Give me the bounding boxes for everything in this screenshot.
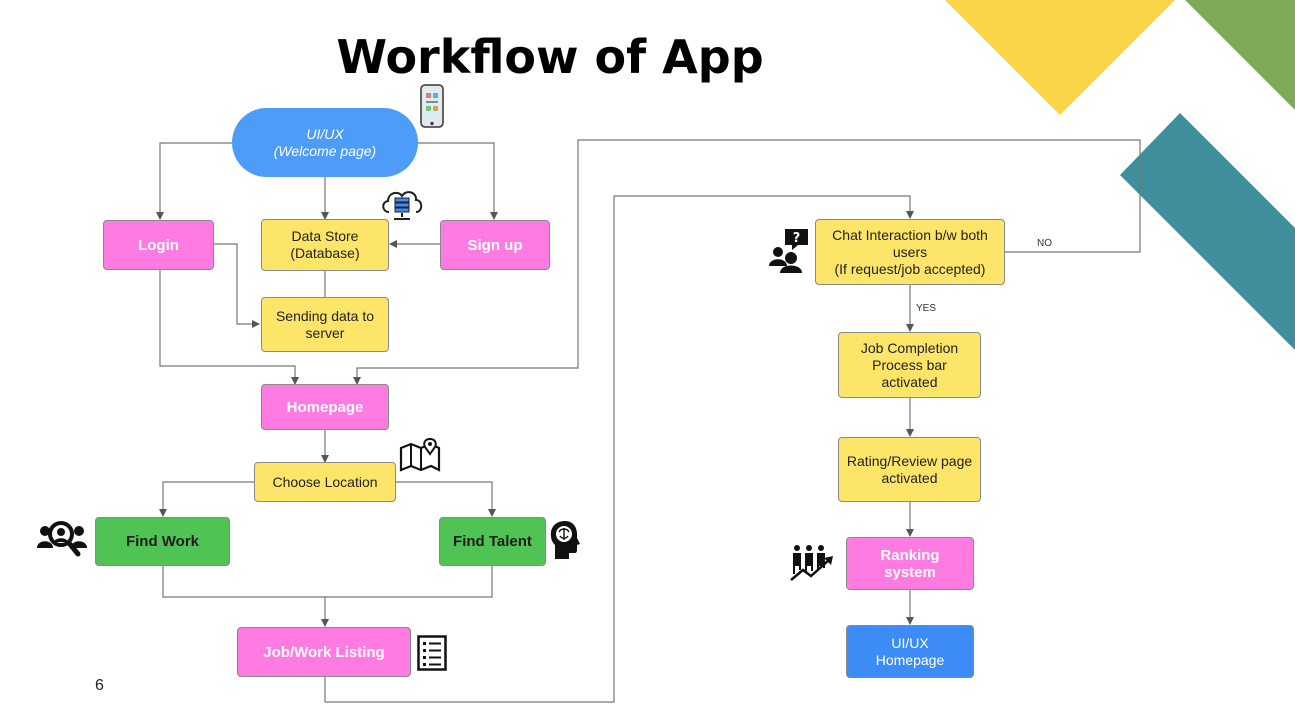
edge-login-sending (214, 243, 260, 328)
edge-label-yes: YES (916, 303, 937, 314)
phone-icon (420, 84, 444, 128)
edge-location-findtalent (396, 481, 496, 517)
edge-label-no: NO (1037, 238, 1052, 249)
rating-line-2: activated (881, 469, 938, 486)
welcome-page-node: UI/UX (Welcome page) (232, 108, 418, 177)
sending-data-line-2: server (305, 324, 345, 341)
edge-welcome-login (156, 142, 232, 220)
uiux-home-line-1: UI/UX (891, 634, 929, 651)
svg-text:?: ? (793, 231, 801, 246)
checklist-icon (417, 635, 447, 671)
chat-line-2: users (892, 243, 928, 260)
data-store-line-1: Data Store (291, 228, 359, 244)
chat-line-3: (If request/job accepted) (834, 260, 986, 277)
map-pin-icon (399, 438, 441, 472)
data-store-node: Data Store (Database) (261, 219, 389, 271)
cloud-server-icon (382, 191, 423, 220)
job-listing-node: Job/Work Listing (237, 627, 411, 677)
welcome-line-1: UI/UX (306, 125, 344, 142)
job-completion-line-2: Process bar (872, 356, 947, 373)
edge-listing-chat (324, 195, 914, 703)
page-number: 6 (95, 677, 104, 694)
welcome-line-2: (Welcome page) (273, 142, 377, 159)
ranking-growth-icon (790, 545, 833, 581)
login-node: Login (103, 220, 214, 270)
sign-up-node: Sign up (440, 220, 550, 270)
edge-welcome-signup (418, 142, 498, 220)
job-completion-line-1: Job Completion (860, 339, 959, 356)
chat-line-1: Chat Interaction b/w both (832, 226, 988, 243)
rating-review-node: Rating/Review page activated (838, 437, 981, 502)
edge-findwork-listing (162, 566, 329, 627)
find-work-node: Find Work (95, 517, 230, 566)
ranking-system-node: Ranking system (846, 537, 974, 590)
chat-interaction-node: Chat Interaction b/w both users (If requ… (815, 219, 1005, 285)
sending-data-node: Sending data to server (261, 297, 389, 352)
search-people-icon (37, 521, 87, 557)
sending-data-line-1: Sending data to (275, 307, 375, 324)
rating-line-1: Rating/Review page (846, 452, 973, 469)
homepage-node: Homepage (261, 384, 389, 430)
edge-login-homepage (159, 270, 299, 385)
edge-location-findwork (159, 481, 254, 517)
edge-no-loop (353, 139, 1141, 385)
ranking-line-1: Ranking (880, 546, 940, 564)
page-title: Workflow of App (336, 30, 764, 84)
ranking-line-2: system (884, 563, 936, 581)
deco-teal-band (1120, 113, 1295, 350)
job-completion-line-3: activated (881, 373, 938, 390)
edge-findtalent-listing (325, 566, 493, 598)
brain-head-icon (550, 521, 580, 559)
data-store-line-2: (Database) (290, 245, 360, 261)
choose-location-node: Choose Location (254, 462, 396, 502)
chat-question-icon: ? (769, 229, 808, 273)
find-talent-node: Find Talent (439, 517, 546, 566)
uiux-home-line-2: Homepage (875, 651, 945, 668)
deco-yellow-triangle (945, 0, 1175, 115)
uiux-homepage-node: UI/UX Homepage (846, 625, 974, 678)
job-completion-node: Job Completion Process bar activated (838, 332, 981, 398)
deco-green-triangle (1185, 0, 1295, 110)
